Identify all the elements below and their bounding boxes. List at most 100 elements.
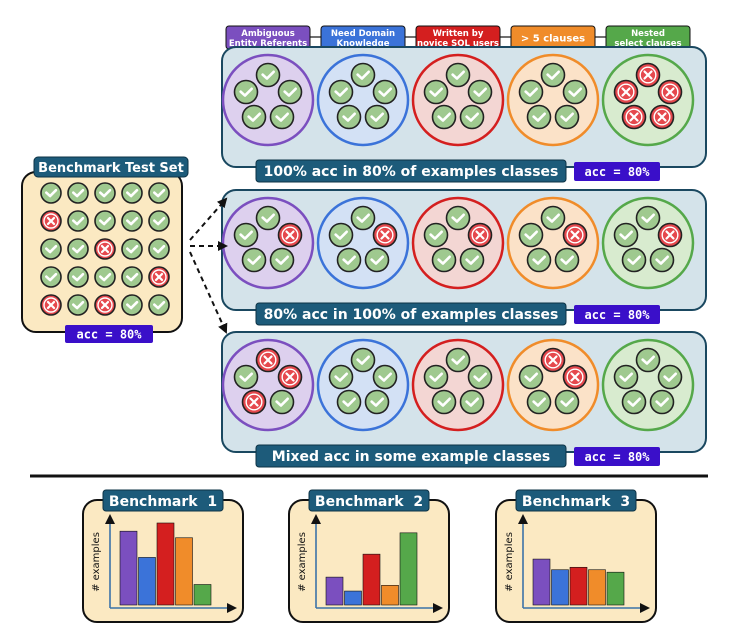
correct-mark xyxy=(431,389,457,415)
check-icon xyxy=(334,87,349,97)
cross-ring xyxy=(566,226,584,244)
benchmark-chart-title: Benchmark 3 xyxy=(522,494,630,510)
category-label-line2: select clauses xyxy=(614,39,681,49)
category-label-line2: Knowledge xyxy=(337,39,390,49)
check-icon xyxy=(334,230,349,240)
check-icon xyxy=(239,230,254,240)
bar xyxy=(532,558,551,606)
correct-mark xyxy=(148,210,170,232)
correct-mark xyxy=(562,79,588,105)
correct-token xyxy=(241,104,267,130)
correct-token xyxy=(431,389,457,415)
check-icon xyxy=(378,87,393,97)
benchmark-chart-title: Benchmark 1 xyxy=(109,494,217,510)
check-icon xyxy=(655,255,670,265)
correct-token xyxy=(67,238,89,260)
y-axis-label: # examples xyxy=(91,532,102,592)
bar xyxy=(588,569,606,606)
cross-icon xyxy=(100,244,110,254)
correct-token xyxy=(423,222,449,248)
category-label-line1: Ambiguous xyxy=(241,29,295,39)
bar xyxy=(175,537,193,606)
wrong-mark xyxy=(657,79,683,105)
scenario-caption: 100% acc in 80% of examples classes xyxy=(255,159,567,183)
scenario-panel: 100% acc in 80% of examples classes acc =… xyxy=(221,46,707,183)
correct-token xyxy=(540,62,566,88)
correct-token xyxy=(423,79,449,105)
correct-token xyxy=(467,364,493,390)
category-label-line1: Need Domain xyxy=(331,29,395,39)
check-icon xyxy=(342,255,357,265)
correct-mark xyxy=(554,247,580,273)
correct-token xyxy=(372,364,398,390)
check-icon xyxy=(429,372,444,382)
check-icon xyxy=(126,272,139,282)
category-circle xyxy=(411,196,505,290)
check-icon xyxy=(524,87,539,97)
category-label-line1: Written by xyxy=(433,29,484,39)
correct-mark xyxy=(467,79,493,105)
correct-token xyxy=(121,266,143,288)
correct-mark xyxy=(423,79,449,105)
correct-mark xyxy=(364,247,390,273)
cross-ring xyxy=(639,66,657,84)
check-icon xyxy=(126,244,139,254)
check-icon xyxy=(99,216,112,226)
correct-token xyxy=(621,247,647,273)
correct-token xyxy=(518,222,544,248)
correct-mark xyxy=(269,389,295,415)
cross-icon xyxy=(665,87,675,97)
benchmark-chart: Benchmark 1 # examples xyxy=(82,489,244,623)
correct-token xyxy=(121,294,143,316)
cross-ring xyxy=(544,351,562,369)
correct-mark xyxy=(467,364,493,390)
bar xyxy=(606,571,625,606)
correct-mark xyxy=(445,62,471,88)
check-icon xyxy=(261,213,276,223)
benchmark-set-acc-tag xyxy=(65,325,153,343)
correct-mark xyxy=(255,205,281,231)
scenario-acc: acc = 80% xyxy=(574,162,660,181)
correct-token xyxy=(269,389,295,415)
scenario-caption-text: Mixed acc in some example classes xyxy=(272,449,550,465)
correct-mark xyxy=(241,247,267,273)
correct-token xyxy=(233,79,259,105)
correct-token xyxy=(40,266,62,288)
correct-mark xyxy=(554,389,580,415)
check-icon xyxy=(45,188,58,198)
cross-icon xyxy=(570,372,580,382)
check-icon xyxy=(126,188,139,198)
cross-icon xyxy=(629,112,639,122)
benchmark-chart-title: Benchmark 2 xyxy=(315,494,423,510)
wrong-mark xyxy=(94,294,116,316)
wrong-mark xyxy=(649,104,675,130)
correct-token xyxy=(269,247,295,273)
bar xyxy=(399,532,418,606)
correct-mark xyxy=(121,210,143,232)
correct-mark xyxy=(613,222,639,248)
distribution-arrows xyxy=(189,197,228,334)
cross-ring xyxy=(281,368,299,386)
arrow-to-scenario-3 xyxy=(189,251,228,334)
bar xyxy=(362,553,381,606)
correct-token xyxy=(518,364,544,390)
correct-mark xyxy=(459,104,485,130)
benchmark-charts: Benchmark 1 # examples Benchmark 2 # exampl… xyxy=(82,489,657,623)
check-icon xyxy=(473,372,488,382)
check-icon xyxy=(72,272,85,282)
check-icon xyxy=(619,230,634,240)
cross-icon xyxy=(154,272,164,282)
correct-token xyxy=(526,389,552,415)
correct-token xyxy=(233,222,259,248)
cross-ring xyxy=(97,241,113,257)
check-icon xyxy=(532,397,547,407)
wrong-mark xyxy=(613,79,639,105)
correct-token xyxy=(336,104,362,130)
check-icon xyxy=(261,70,276,80)
check-icon xyxy=(568,87,583,97)
category-circle xyxy=(316,338,410,432)
